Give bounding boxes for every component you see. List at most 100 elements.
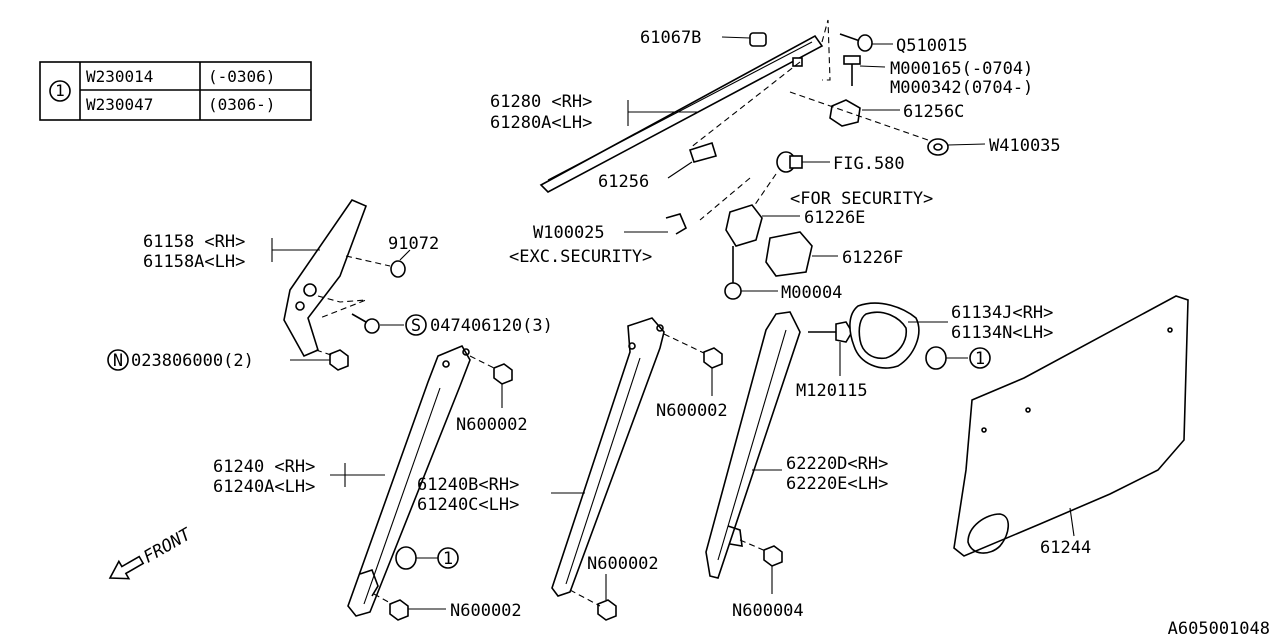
cover-61134J [849,302,948,369]
lock-61226F [765,231,838,277]
clip-61256C [829,99,900,127]
clip-61067B [721,32,767,47]
cover-dot [981,427,987,433]
assembly-line [753,173,777,207]
callout-62220E-lh: 62220E<LH> [786,474,888,494]
ref-circle [969,347,991,369]
cover-hole [967,513,1010,554]
arrow-shape [108,555,145,580]
channel-61240B [551,317,665,597]
leader-line [947,143,986,146]
callout-61280-lh: 61280A<LH> [490,113,592,133]
reference-table: 1 W230014 (-0306) W230047 (0306-) [39,61,312,121]
screw-047406120 [317,295,404,334]
callout-exc-security: <EXC.SECURITY> [509,247,652,267]
run-channel-edge [547,41,813,181]
assembly-line [689,61,801,149]
table-date-range: (-0306) [208,67,275,86]
callout-61256C: 61256C [903,102,964,122]
assembly-line [373,593,393,605]
table-part-number: W230014 [86,67,153,86]
washer-inner [933,143,943,151]
nut-part [597,599,617,621]
cylinder-body [789,155,803,169]
table-ref-number: 1 [55,81,65,100]
channel-hole [792,57,803,67]
bolt-head [843,55,861,65]
bolt-head [724,282,742,300]
table-part-number: W230047 [86,95,153,114]
callout-M000165: M000165(-0704) [890,59,1033,79]
clip-W100025 [624,213,688,235]
callout-61240-lh: 61240A<LH> [213,477,315,497]
callout-91072: 91072 [388,234,439,254]
seal-part [390,260,406,278]
callout-fig580: FIG.580 [833,154,905,174]
nut-023806000 [290,349,349,371]
assembly-line [663,333,707,355]
assembly-line [789,91,929,141]
channel-edge [363,387,441,605]
callout-61067B: 61067B [640,28,701,48]
nut-N600002-d [569,574,617,621]
table-frame [39,61,312,121]
callout-023806000: 023806000(2) [131,351,254,371]
callout-M120115: M120115 [796,381,868,401]
washer-outer [927,138,949,156]
table-date-range: (0306-) [208,95,275,114]
screw-head [364,318,380,334]
leader-line [667,161,693,179]
assembly-line [821,19,831,81]
nut-part [493,363,513,385]
channel-hole [628,342,636,350]
callout-N600004: N600004 [732,601,804,621]
callout-61158-lh: 61158A<LH> [143,252,245,272]
callout-N600002: N600002 [450,601,522,621]
bracket-61226E [725,204,800,247]
callout-W100025: W100025 [533,223,605,243]
callout-N600002: N600002 [587,554,659,574]
callout-61240-rh: 61240 <RH> [213,457,315,477]
bolt-head [835,321,853,343]
bracket-part [725,204,763,247]
bolt-M000165 [843,55,886,86]
front-arrow-icon: FRONT [108,524,196,580]
callout-61134N-lh: 61134N<LH> [951,323,1053,343]
cover-part [953,295,1189,557]
channel-hole [656,324,664,332]
nut-N600002-b [373,593,446,621]
n-mark: N [113,351,123,371]
bracket-hole [295,301,305,311]
leader-line [859,65,886,68]
ref-number: 1 [443,549,453,569]
screw-head [857,34,873,52]
bolt-M120115 [808,321,853,376]
clip-part [665,213,688,235]
channel-hole [462,348,470,356]
nut-N600002-a [493,363,513,408]
cover-inner [858,311,908,360]
callout-N600002: N600002 [656,401,728,421]
assembly-line [699,177,751,221]
channel-edge [565,357,641,585]
channel-tab [727,525,743,547]
s-mark: S [411,316,421,336]
nut-N600004 [763,545,783,594]
leader-line [1069,507,1075,537]
seal-91072 [345,249,411,278]
clip-part [749,32,767,47]
callout-61280-rh: 61280 <RH> [490,92,592,112]
nut-part [389,599,409,621]
diagram-id: A605001048 [1168,619,1270,639]
channel-part [347,344,471,617]
callout-61226F: 61226F [842,248,903,268]
cover-dot [1025,407,1031,413]
clip-61256 [667,141,718,179]
callout-61158-rh: 61158 <RH> [143,232,245,252]
bracket-part [283,199,368,358]
callout-61256: 61256 [598,172,649,192]
assembly-line [345,255,391,267]
lock-cylinder-fig580 [776,151,830,173]
